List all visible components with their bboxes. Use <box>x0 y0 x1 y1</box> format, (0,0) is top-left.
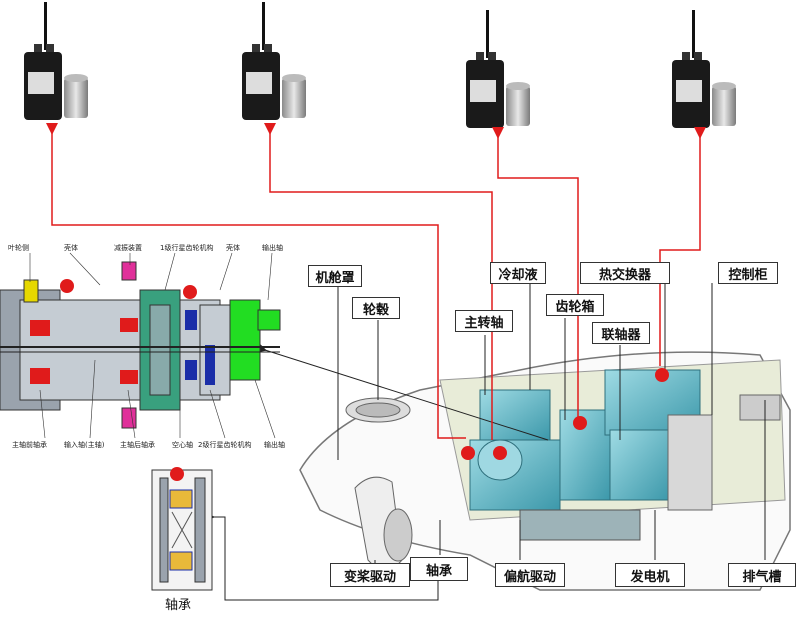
gb-label-hollow-shaft: 空心轴 <box>172 440 193 449</box>
sensor-unit-4 <box>672 10 736 128</box>
label-hub: 轮毂 <box>352 297 400 319</box>
sensor-unit-1 <box>24 2 88 120</box>
nacelle-leader-lines <box>207 283 766 601</box>
gb-label-housing: 壳体 <box>64 243 78 252</box>
label-control-cabinet: 控制柜 <box>718 262 778 284</box>
label-cover: 机舱罩 <box>308 265 362 287</box>
gb-label-rear-bearing: 主轴后轴承 <box>120 440 155 449</box>
label-yaw-drive: 偏航驱动 <box>495 563 565 587</box>
label-pitch-drive: 变桨驱动 <box>330 563 410 587</box>
gb-label-stage2: 2级行星齿轮机构 <box>198 440 251 449</box>
gb-label-output-top: 输出轴 <box>262 243 283 252</box>
label-exhaust-duct: 排气槽 <box>728 563 796 587</box>
label-main-shaft: 主转轴 <box>455 310 513 332</box>
sensor-point-bearing <box>170 467 184 481</box>
gb-label-blade: 叶轮侧 <box>8 243 29 252</box>
gearbox-cross-section <box>0 261 281 429</box>
bearing-illustration <box>151 469 213 591</box>
label-heat-exchanger: 热交换器 <box>580 262 670 284</box>
antenna-icon <box>692 10 695 58</box>
sensor-unit-2 <box>242 2 306 120</box>
label-bearing-nacelle: 轴承 <box>410 557 468 581</box>
gearbox-labels: 叶轮侧 壳体 减振装置 1级行星齿轮机构 壳体 输出轴 主轴前轴承 输入轴(主轴… <box>8 243 285 449</box>
antenna-icon <box>486 10 489 58</box>
sensor-point-main-shaft-front <box>461 446 475 460</box>
gb-label-front-bearing: 主轴前轴承 <box>12 440 47 449</box>
sensor-point-heat-exchanger <box>655 368 669 382</box>
gearbox-callout-lines <box>29 252 276 439</box>
antenna-icon <box>44 2 47 50</box>
sensor-point-gearbox <box>573 416 587 430</box>
bearing-caption: 轴承 <box>165 598 192 613</box>
sensor-points <box>60 279 669 481</box>
label-coupling: 联轴器 <box>592 322 650 344</box>
gb-label-stage1: 1级行星齿轮机构 <box>160 243 213 252</box>
sensor-point-stage1 <box>183 285 197 299</box>
sensor-point-main-shaft-rear <box>493 446 507 460</box>
gb-label-housing2: 壳体 <box>226 243 240 252</box>
gb-label-output-bottom: 输出轴 <box>264 440 285 449</box>
label-gearbox: 齿轮箱 <box>546 294 604 316</box>
nacelle-illustration <box>299 351 791 591</box>
gb-label-damping: 减振装置 <box>114 243 142 252</box>
sensor-unit-3 <box>466 10 530 128</box>
gb-label-input-shaft: 输入轴(主轴) <box>64 440 105 449</box>
antenna-icon <box>262 2 265 50</box>
label-coolant: 冷却液 <box>490 262 546 284</box>
label-generator: 发电机 <box>615 563 685 587</box>
sensor-point-housing <box>60 279 74 293</box>
